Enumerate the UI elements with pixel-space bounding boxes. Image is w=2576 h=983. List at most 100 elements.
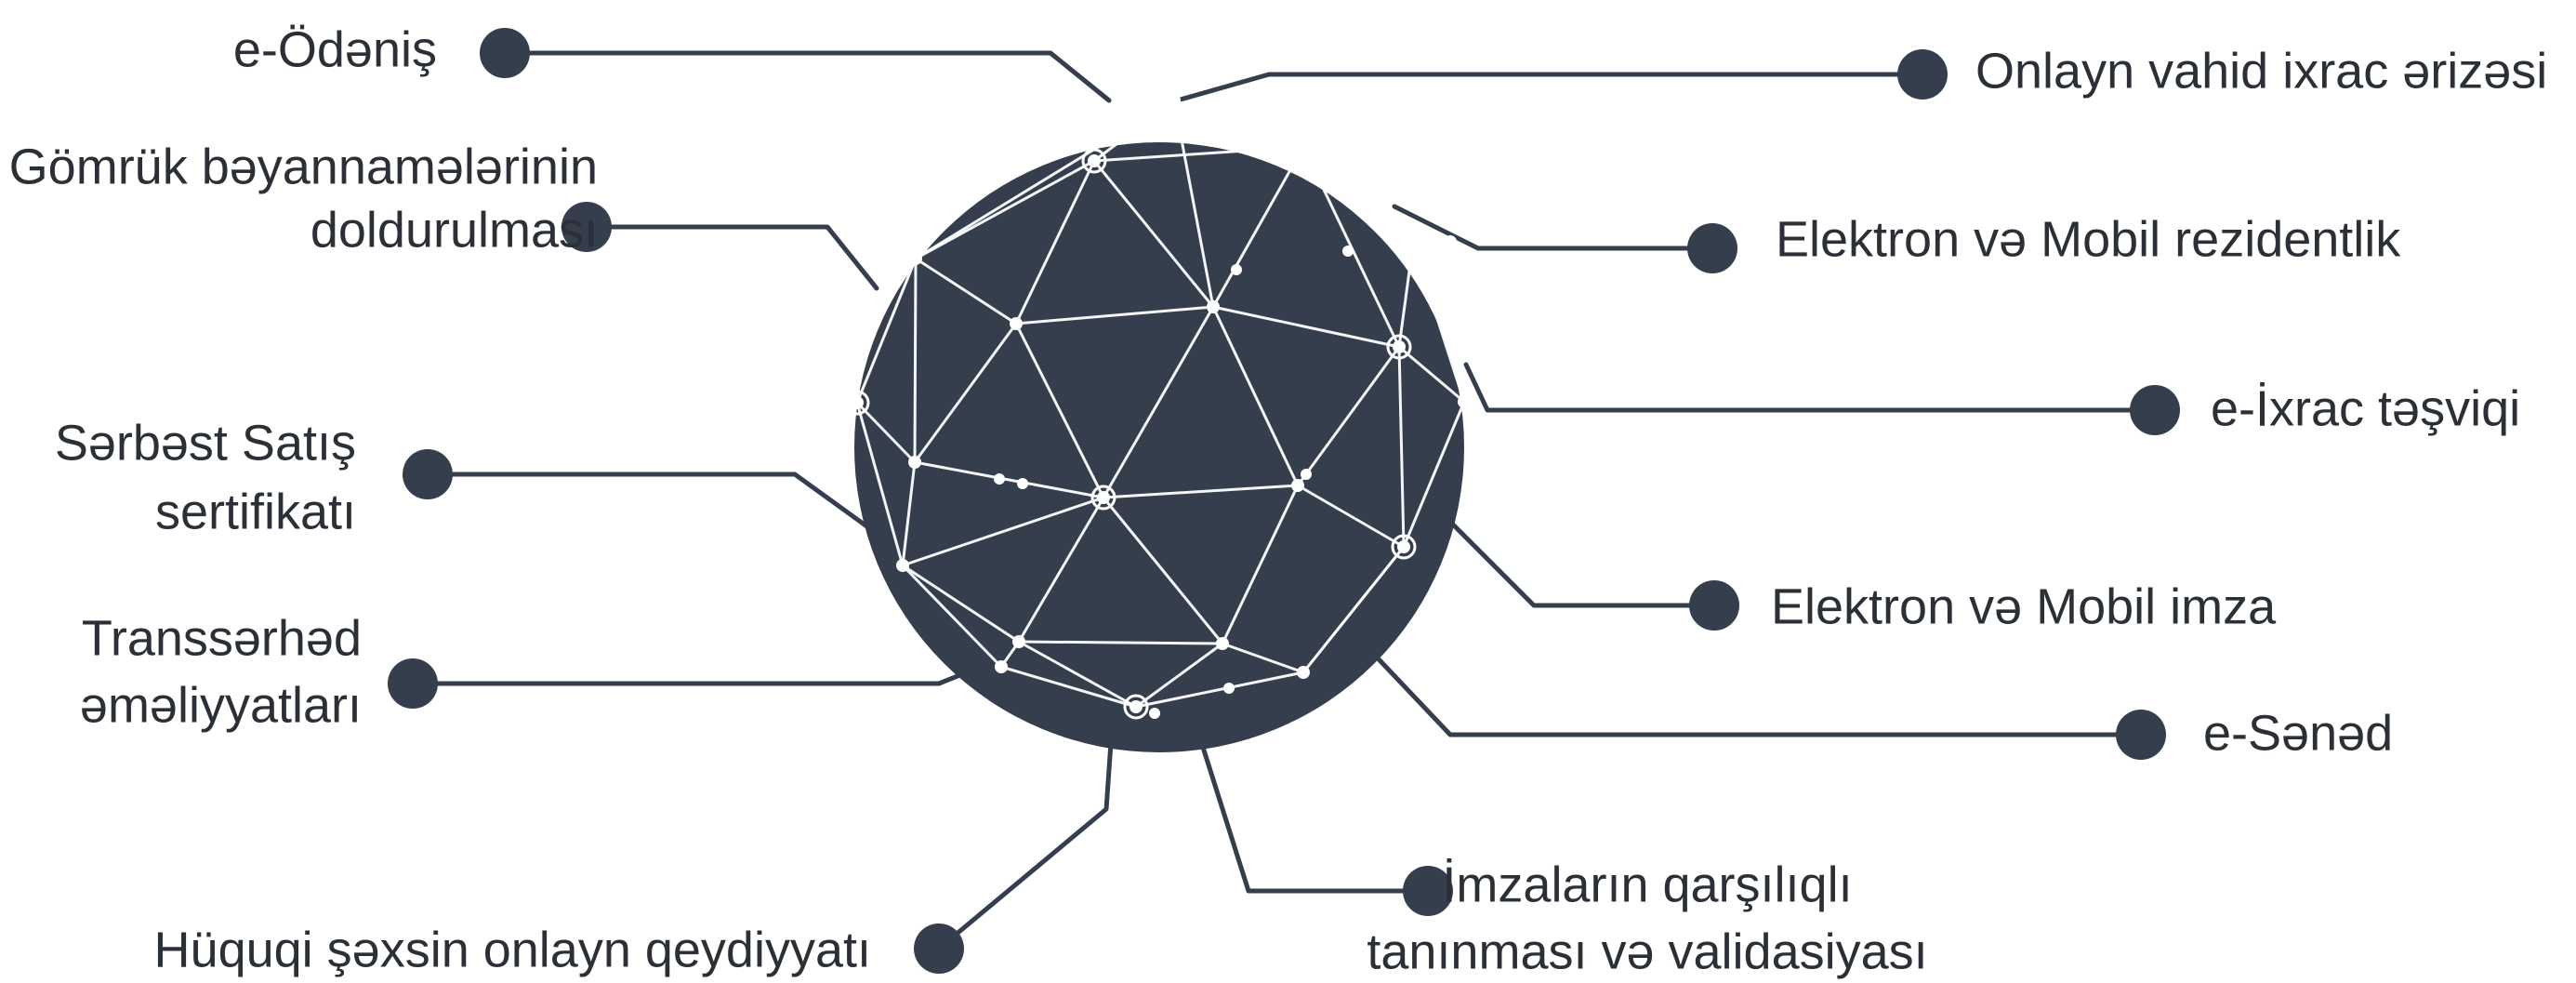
mesh-dot — [1231, 264, 1242, 275]
service-label-e-ixrac: e-İxrac təşviqi — [2211, 380, 2520, 436]
mesh-line — [1411, 243, 1466, 403]
service-item-huquqi-shexs[interactable]: Hüquqi şəxsin onlayn qeydiyyatı — [154, 922, 964, 977]
mesh-node-ring — [1123, 694, 1149, 720]
mesh-node-ring — [1386, 334, 1412, 360]
connector-e-sened — [1362, 642, 2144, 737]
mesh-node — [909, 252, 922, 265]
mesh-line — [1212, 305, 1400, 349]
mesh-line — [1172, 100, 1215, 308]
mesh-line — [1297, 484, 1405, 549]
mesh-line — [915, 159, 1095, 260]
service-label-transserhed-line-2: əməliyyatları — [80, 677, 362, 733]
mesh-line — [1211, 146, 1305, 308]
connector-elektron-imza — [1449, 521, 1717, 608]
mesh-dot — [1017, 478, 1028, 489]
mesh-line — [1296, 346, 1401, 486]
mesh-node — [995, 660, 1008, 673]
connector-e-odenis — [502, 50, 1112, 103]
mesh-line — [913, 323, 1018, 463]
service-item-e-odenis[interactable]: e-Ödəniş — [233, 21, 530, 78]
mesh-line — [1398, 345, 1465, 404]
service-label-huquqi-shexs: Hüquqi şəxsin onlayn qeydiyyatı — [154, 922, 871, 977]
connector-gomruk — [584, 224, 879, 291]
mesh-dot — [1149, 708, 1160, 719]
mesh-line — [1211, 306, 1300, 486]
service-item-elektron-rezidentlik[interactable]: Elektron və Mobil rezidentlik — [1687, 211, 2401, 273]
mesh-line — [1173, 99, 1304, 149]
mesh-line — [1014, 323, 1105, 498]
bullet-dot-icon — [1689, 580, 1739, 631]
globe-network-icon — [844, 94, 1471, 752]
service-item-e-sened[interactable]: e-Sənəd — [2116, 705, 2393, 761]
mesh-line — [855, 258, 918, 404]
connector-lines — [410, 50, 2158, 951]
mesh-line — [1397, 346, 1406, 548]
globe-mesh — [855, 99, 1466, 709]
bullet-dot-icon — [403, 449, 453, 499]
mesh-line — [1102, 306, 1215, 498]
mesh-line — [1018, 640, 1137, 709]
mesh-line — [1015, 305, 1214, 325]
mesh-node — [1393, 340, 1406, 353]
service-item-transserhed[interactable]: Transsərhəd əməliyyatları — [80, 610, 438, 733]
service-label-transserhed-line-1: Transsərhəd — [82, 610, 362, 666]
mesh-line — [913, 258, 918, 463]
service-item-onlayn-ixrac[interactable]: Onlayn vahid ixrac ərizəsi — [1897, 43, 2547, 100]
service-item-elektron-imza[interactable]: Elektron və Mobil imza — [1689, 578, 2277, 634]
service-label-e-sened: e-Sənəd — [2203, 705, 2393, 761]
mesh-line — [902, 496, 1104, 567]
mesh-line — [1402, 401, 1466, 548]
mesh-node — [908, 456, 921, 469]
service-label-elektron-rezidentlik: Elektron və Mobil rezidentlik — [1776, 211, 2401, 267]
mesh-node — [1297, 666, 1310, 679]
mesh-dot — [1342, 246, 1354, 257]
mesh-node — [1444, 235, 1457, 248]
connector-onlayn-ixrac — [1178, 72, 1925, 102]
bullet-dot-icon — [2130, 385, 2180, 435]
mesh-node — [1168, 94, 1181, 107]
mesh-line — [915, 99, 1175, 260]
service-label-elektron-imza: Elektron və Mobil imza — [1771, 578, 2277, 634]
mesh-line — [915, 257, 1017, 325]
mesh-line — [855, 402, 905, 566]
connector-imzalar — [1192, 718, 1431, 894]
mesh-node — [1129, 700, 1143, 713]
connector-elektron-rezidentlik — [1392, 204, 1715, 251]
mesh-line — [901, 564, 1003, 669]
mesh-dot — [1096, 106, 1107, 117]
service-label-onlayn-ixrac: Onlayn vahid ixrac ərizəsi — [1975, 43, 2547, 99]
mesh-node-ring — [1391, 534, 1417, 560]
mesh-node — [1088, 154, 1101, 167]
mesh-node — [851, 396, 864, 409]
bullet-dot-icon — [1897, 49, 1948, 100]
globe-mesh-nodes — [844, 94, 1471, 720]
connector-e-ixrac — [1463, 362, 2158, 413]
mesh-line — [1014, 160, 1096, 325]
service-item-e-ixrac[interactable]: e-İxrac təşviqi — [2130, 380, 2520, 436]
mesh-line — [1222, 642, 1304, 674]
mesh-node — [1207, 300, 1220, 313]
service-label-e-odenis: e-Ödəniş — [233, 21, 437, 77]
mesh-node-ring — [1090, 485, 1116, 511]
mesh-node — [1097, 491, 1110, 504]
mesh-dot — [1223, 683, 1235, 694]
mesh-line — [902, 564, 1020, 644]
mesh-line — [1397, 243, 1415, 348]
bullet-dot-icon — [388, 658, 438, 709]
mesh-line — [1093, 99, 1175, 163]
mesh-node — [1010, 317, 1023, 330]
connector-serbest-satis — [425, 472, 875, 533]
mesh-line — [1302, 145, 1414, 246]
mesh-dot — [994, 473, 1005, 485]
mesh-node — [1291, 479, 1304, 492]
mesh-node — [1458, 395, 1471, 408]
mesh-node — [1304, 138, 1317, 151]
bullet-dot-icon — [2116, 710, 2166, 760]
mesh-line — [1135, 671, 1304, 709]
mesh-dot — [1301, 469, 1312, 480]
mesh-line — [1103, 484, 1299, 499]
mesh-node-ring — [844, 390, 870, 416]
